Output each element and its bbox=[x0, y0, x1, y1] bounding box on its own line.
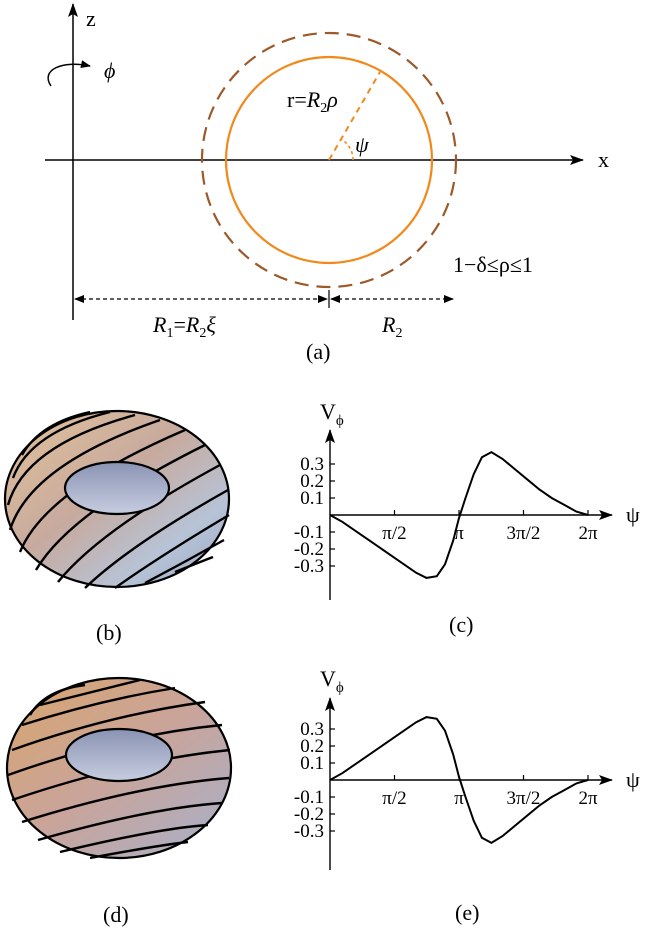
radius-label: r=R2ρ bbox=[287, 87, 338, 116]
caption-d: (d) bbox=[103, 902, 129, 927]
x-tick-label: 3π/2 bbox=[507, 788, 541, 809]
inner-circle bbox=[224, 55, 434, 265]
y-axis-label: Vϕ bbox=[320, 666, 344, 696]
x-tick-label: 2π bbox=[578, 523, 598, 544]
torus-d: (d) bbox=[5, 676, 233, 927]
x-tick-label: 3π/2 bbox=[507, 523, 541, 544]
y-tick-label: 0.3 bbox=[300, 454, 324, 475]
r2-label: R2 bbox=[381, 312, 402, 341]
tick-group: π/2 π 3π/2 2π 0.30.20.1 -0.1-0.2-0.3 bbox=[294, 454, 598, 577]
caption-b: (b) bbox=[96, 620, 122, 645]
x-axis-label: ψ bbox=[626, 767, 640, 792]
x-tick-label: 2π bbox=[578, 788, 598, 809]
torus-hole bbox=[63, 460, 171, 516]
x-tick-label: π/2 bbox=[382, 523, 406, 544]
r1-label: R1=R2ξ bbox=[152, 312, 216, 341]
rotation-arrow-icon bbox=[47, 60, 91, 87]
panel-a: z ϕ x r=R2ρ ψ 1−δ≤ρ≤1 R1=R2ξ R2 (a) bbox=[45, 3, 609, 364]
phi-label: ϕ bbox=[104, 58, 115, 83]
x-tick-label: π/2 bbox=[382, 788, 406, 809]
y-tick-label: 0.2 bbox=[300, 736, 324, 757]
chart-e: Vϕ ψ π/2 π 3π/2 2π 0.30.20.1 -0.1-0.2-0.3 (e) bbox=[294, 666, 640, 925]
range-label: 1−δ≤ρ≤1 bbox=[453, 252, 533, 277]
y-axis-label: Vϕ bbox=[320, 399, 344, 429]
x-axis-label: x bbox=[598, 147, 609, 172]
y-tick-label: -0.2 bbox=[294, 804, 324, 825]
tick-group: π/2 π 3π/2 2π 0.30.20.1 -0.1-0.2-0.3 bbox=[294, 719, 598, 842]
psi-angle-arc bbox=[340, 138, 354, 161]
y-tick-label: -0.2 bbox=[294, 539, 324, 560]
y-tick-label: 0.2 bbox=[300, 471, 324, 492]
series-line bbox=[329, 716, 589, 845]
y-tick-label: 0.1 bbox=[300, 488, 324, 509]
x-axis-label: ψ bbox=[626, 502, 640, 527]
y-tick-label: -0.3 bbox=[294, 556, 324, 577]
caption-c: (c) bbox=[449, 612, 473, 637]
series-line bbox=[329, 450, 589, 579]
caption-e: (e) bbox=[455, 900, 479, 925]
x-tick-label: π bbox=[454, 523, 464, 544]
y-tick-label: -0.1 bbox=[294, 522, 324, 543]
outer-dashed-circle bbox=[200, 31, 458, 289]
z-axis-label: z bbox=[86, 6, 96, 31]
y-tick-label: 0.1 bbox=[300, 753, 324, 774]
y-tick-label: -0.1 bbox=[294, 787, 324, 808]
x-tick-label: π bbox=[454, 788, 464, 809]
chart-c: Vϕ ψ π/2 π 3π/2 2π 0.30.20.1 -0.1-0.2-0.3 (c) bbox=[294, 399, 640, 637]
caption-a: (a) bbox=[306, 339, 330, 364]
radius-line bbox=[328, 71, 381, 161]
psi-label: ψ bbox=[355, 132, 369, 157]
torus-hole bbox=[64, 727, 174, 783]
y-tick-label: -0.3 bbox=[294, 821, 324, 842]
torus-b: (b) bbox=[3, 409, 231, 645]
y-tick-label: 0.3 bbox=[300, 719, 324, 740]
